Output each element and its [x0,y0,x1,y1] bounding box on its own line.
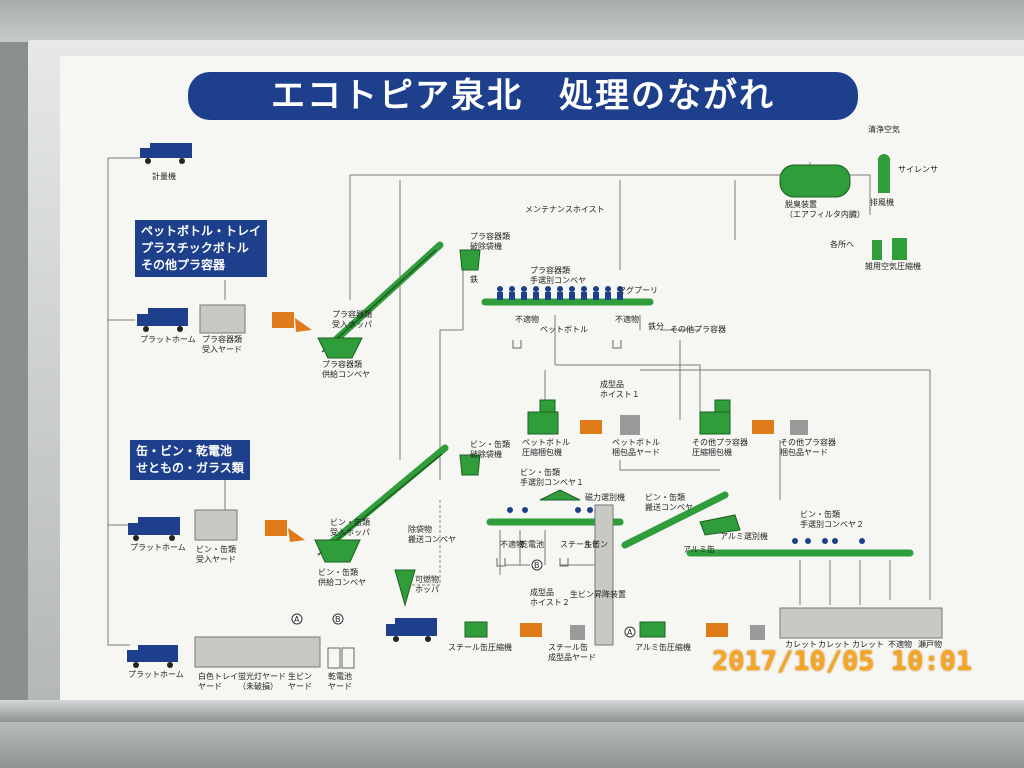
board-title: エコトピア泉北 処理のながれ [188,72,858,120]
label-plastic-yard: プラ容器類 受入ヤード [202,335,242,354]
category-plastic: ペットボトル・トレイ プラスチックボトル その他プラ容器 [135,220,268,277]
label-steel-yard: スチール缶 成型品ヤード [548,643,596,662]
label-to-each: 各所へ [830,240,854,249]
label-unsuitable: 不適物 [615,315,639,324]
label-pet-yard: ペットボトル 梱包品ヤード [612,438,660,457]
label-unsuitable: 不適物 [500,540,524,549]
label-ceramics: 瀬戸物 [918,640,942,649]
label-product-hoist1: 成型品 ホイスト１ [600,380,640,399]
wall-bottom [0,722,1024,768]
label-can-yard: ビン・缶類 受入ヤード [196,545,236,564]
label-magpulley: マグプーリ [618,286,658,295]
tag-b: B [534,561,540,570]
label-cullet: カレット [852,640,884,649]
label-compressor: 雑用空気圧縮機 [865,262,921,271]
label-unsuitable: 不適物 [515,315,539,324]
frame-bottom-rail [0,700,1024,722]
label-raw-bottle: 生ビン [584,540,608,549]
label-platform: プラットホーム [140,335,196,344]
label-steel-press: スチール缶圧縮機 [448,643,512,652]
category-cans-line: 缶・ビン・乾電池 [136,444,233,458]
bales [570,415,808,640]
label-battery-yard: 乾電池 ヤード [328,672,352,691]
label-pet-bottle: ペットボトル [540,325,588,334]
deodorizer-unit [779,154,907,260]
label-fluorescent-yard: 蛍光灯ヤード （未破損） [238,672,286,691]
category-cans: 缶・ビン・乾電池 せともの・ガラス類 [130,440,250,480]
photo-date-stamp: 2017/10/05 10:01 [712,646,973,677]
label-iron-pieces: 鉄分 [648,322,664,331]
label-clean-air: 清浄空気 [868,125,900,134]
label-deodorizer: 脱臭装置 （エアフィルタ内臓） [785,200,865,219]
label-maintenance-hoist: メンテナンスホイスト [525,205,605,214]
whiteboard [60,56,1024,706]
label-iron: 鉄 [470,275,478,284]
label-plastic-feed-conveyor: プラ容器類 供給コンベヤ [322,360,370,379]
label-aluminum-press: アルミ缶圧縮機 [635,643,691,652]
tag-b: B [335,615,341,624]
label-plastic-hopper: プラ容器類 受入ホッパ [332,310,372,329]
workers [497,286,865,544]
label-combustible-hopper: 可燃物 ホッパ [415,575,439,594]
label-other-press: その他プラ容器 圧縮梱包機 [692,438,748,457]
label-can-hopper: ビン・缶類 受入ホッパ [330,518,370,537]
label-bag-breaker-can: ビン・缶類 破除袋機 [470,440,510,459]
label-dry-battery: 乾電池 [520,540,544,549]
label-bag-breaker-plastic: プラ容器類 破除袋機 [470,232,510,251]
tag-a: A [294,615,300,624]
label-magnetic-sorter: 磁力選別機 [585,493,625,502]
label-other-plastic: その他プラ容器 [670,325,726,334]
label-platform: プラットホーム [130,543,186,552]
category-plastic-line: プラスチックボトル [141,241,249,255]
category-plastic-line: ペットボトル・トレイ [141,224,262,238]
label-platform: プラットホーム [128,670,184,679]
label-cullet: カレット [818,640,850,649]
wall-top [0,0,1024,42]
category-cans-line: せともの・ガラス類 [136,461,244,475]
label-raw-bottle-lift: 生ビン昇降装置 [570,590,626,599]
label-hand-sort-can1: ビン・缶類 手選別コンベヤ１ [520,468,584,487]
label-cullet: カレット [785,640,817,649]
label-exhaust-fan: 排風機 [870,198,894,207]
label-weighbridge: 計量機 [152,172,176,181]
label-aluminum-can: アルミ缶 [683,545,715,554]
hoppers [314,249,741,638]
label-hand-sort-plastic: プラ容器類 手選別コンベヤ [530,266,586,285]
category-plastic-line: その他プラ容器 [141,258,226,272]
trucks [127,143,437,668]
forklifts [265,312,774,637]
flow-lines [107,157,931,646]
yards [194,304,943,668]
label-unsuitable-yard: 不適物 [888,640,912,649]
label-can-transfer: ビン・缶類 搬送コンベヤ [645,493,693,512]
label-carry-out-conveyor: 除袋物 搬送コンベヤ [408,525,456,544]
label-aluminum-sorter: アルミ選別機 [720,532,768,541]
label-white-tray-yard: 白色トレイ ヤード [198,672,238,691]
label-other-yard: その他プラ容器 梱包品ヤード [780,438,836,457]
label-raw-bottle-yard: 生ビン ヤード [288,672,312,691]
label-pet-press: ペットボトル 圧縮梱包機 [522,438,570,457]
label-hand-sort-can2: ビン・缶類 手選別コンベヤ２ [800,510,864,529]
label-steel-can: スチール缶 [560,540,600,549]
label-product-hoist2: 成型品 ホイスト２ [530,588,570,607]
label-can-feed-conveyor: ビン・缶類 供給コンベヤ [318,568,366,587]
tag-a: A [627,628,633,637]
label-silencer: サイレンサ [898,165,938,174]
